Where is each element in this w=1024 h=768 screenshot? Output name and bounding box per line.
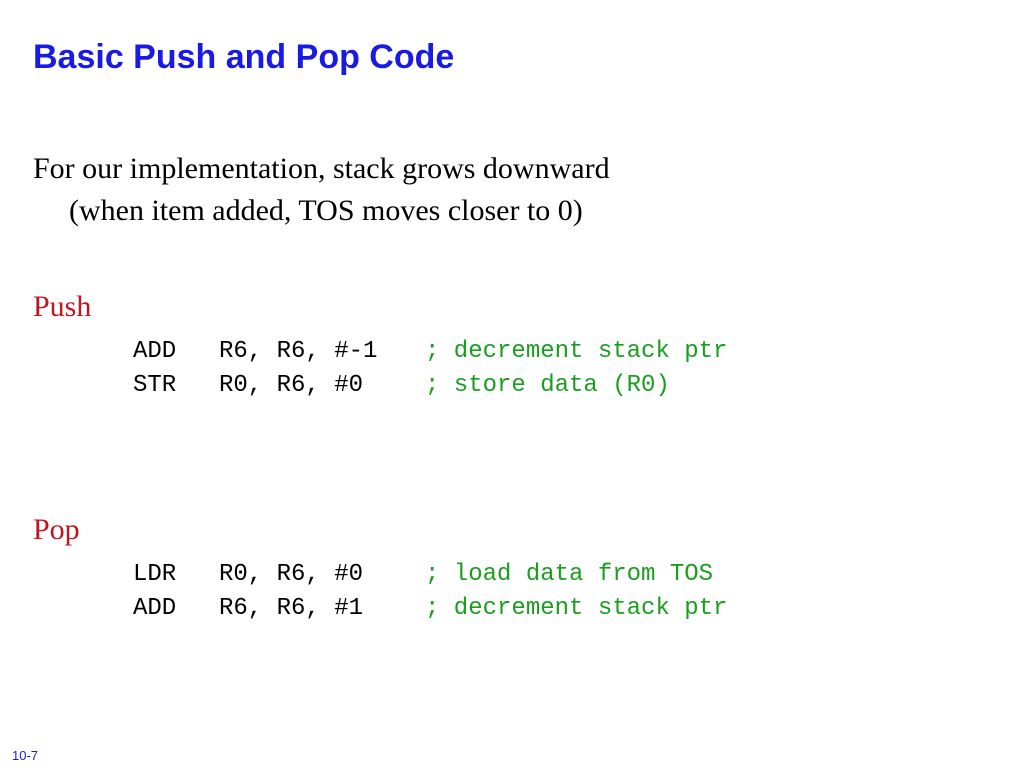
page-number: 10-7 xyxy=(12,748,39,763)
code-comment: ; load data from TOS xyxy=(425,561,714,588)
slide-title: Basic Push and Pop Code xyxy=(33,38,455,76)
code-comment: ; decrement stack ptr xyxy=(425,595,728,622)
intro-text-line-1: For our implementation, stack grows down… xyxy=(33,152,610,185)
code-opcode: LDR xyxy=(133,561,177,588)
pop-code-line-2: ADD R6, R6, #1 ; decrement stack ptr xyxy=(133,595,727,622)
pop-heading: Pop xyxy=(33,513,80,546)
code-opcode: ADD xyxy=(133,338,177,365)
code-opcode: STR xyxy=(133,372,177,399)
code-opcode: ADD xyxy=(133,595,177,622)
pop-code-line-1: LDR R0, R6, #0 ; load data from TOS xyxy=(133,561,713,588)
push-code-line-1: ADD R6, R6, #-1 ; decrement stack ptr xyxy=(133,338,727,365)
code-comment: ; store data (R0) xyxy=(425,372,670,399)
code-operands: R0, R6, #0 xyxy=(219,561,364,588)
code-comment: ; decrement stack ptr xyxy=(425,338,728,365)
intro-text-line-2: (when item added, TOS moves closer to 0) xyxy=(69,194,583,227)
push-heading: Push xyxy=(33,290,92,323)
code-operands: R6, R6, #-1 xyxy=(219,338,378,365)
code-operands: R6, R6, #1 xyxy=(219,595,364,622)
code-operands: R0, R6, #0 xyxy=(219,372,364,399)
push-code-line-2: STR R0, R6, #0 ; store data (R0) xyxy=(133,372,670,399)
